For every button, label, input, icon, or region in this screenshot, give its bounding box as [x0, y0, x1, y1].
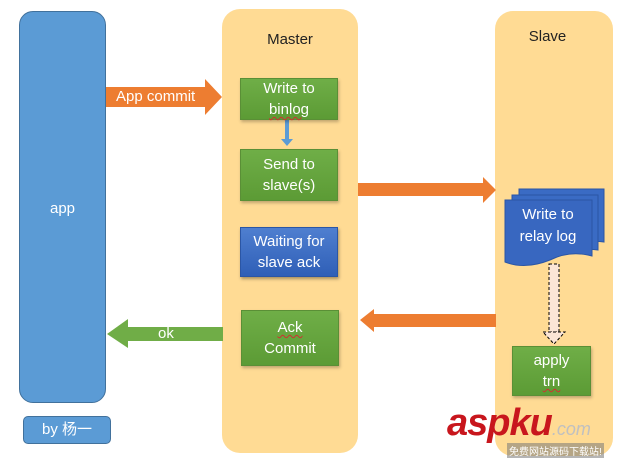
- app-lane: [19, 11, 106, 403]
- step-text: Commit: [264, 340, 316, 357]
- waiting-slave-ack-step: Waiting for slave ack: [240, 227, 338, 277]
- step-text: Waiting for: [253, 233, 325, 250]
- binlog-to-send-arrow-shaft: [285, 120, 289, 140]
- step-text: Write to: [522, 206, 574, 223]
- step-text: slave ack: [257, 254, 321, 271]
- step-text: slave(s): [262, 177, 316, 194]
- binlog-to-send-arrow-head: [281, 139, 293, 146]
- ok-label: ok: [158, 325, 174, 342]
- watermark: aspku.com: [447, 402, 591, 445]
- step-text: Send to: [263, 156, 315, 173]
- write-binlog-step: Write to binlog: [240, 78, 338, 120]
- step-text: binlog: [268, 101, 310, 118]
- relay-log-document-stack: [504, 188, 605, 266]
- app-commit-arrow: [106, 79, 222, 115]
- send-to-slaves-step: Send to slave(s): [240, 149, 338, 201]
- app-commit-label: App commit: [116, 88, 196, 105]
- step-text: Write to: [263, 80, 315, 97]
- slave-title: Slave: [528, 28, 567, 45]
- watermark-suffix: .com: [551, 419, 591, 439]
- master-title: Master: [267, 31, 313, 48]
- step-text: Ack: [277, 319, 303, 336]
- write-relay-log-step: Write to relay log: [505, 203, 591, 249]
- step-text: relay log: [519, 228, 577, 245]
- app-label: app: [49, 200, 76, 217]
- apply-trn-step: apply trn: [512, 346, 591, 396]
- watermark-tagline: 免费网站源码下载站!: [507, 443, 604, 458]
- author-badge: by 杨一: [23, 416, 111, 444]
- master-to-slave-arrow: [358, 177, 496, 203]
- relay-to-apply-arrow: [541, 263, 567, 345]
- watermark-brand: aspku: [447, 402, 553, 444]
- slave-to-master-arrow: [360, 309, 496, 332]
- step-text: trn: [542, 373, 561, 390]
- ok-arrow: [107, 319, 223, 348]
- step-text: apply: [533, 352, 570, 369]
